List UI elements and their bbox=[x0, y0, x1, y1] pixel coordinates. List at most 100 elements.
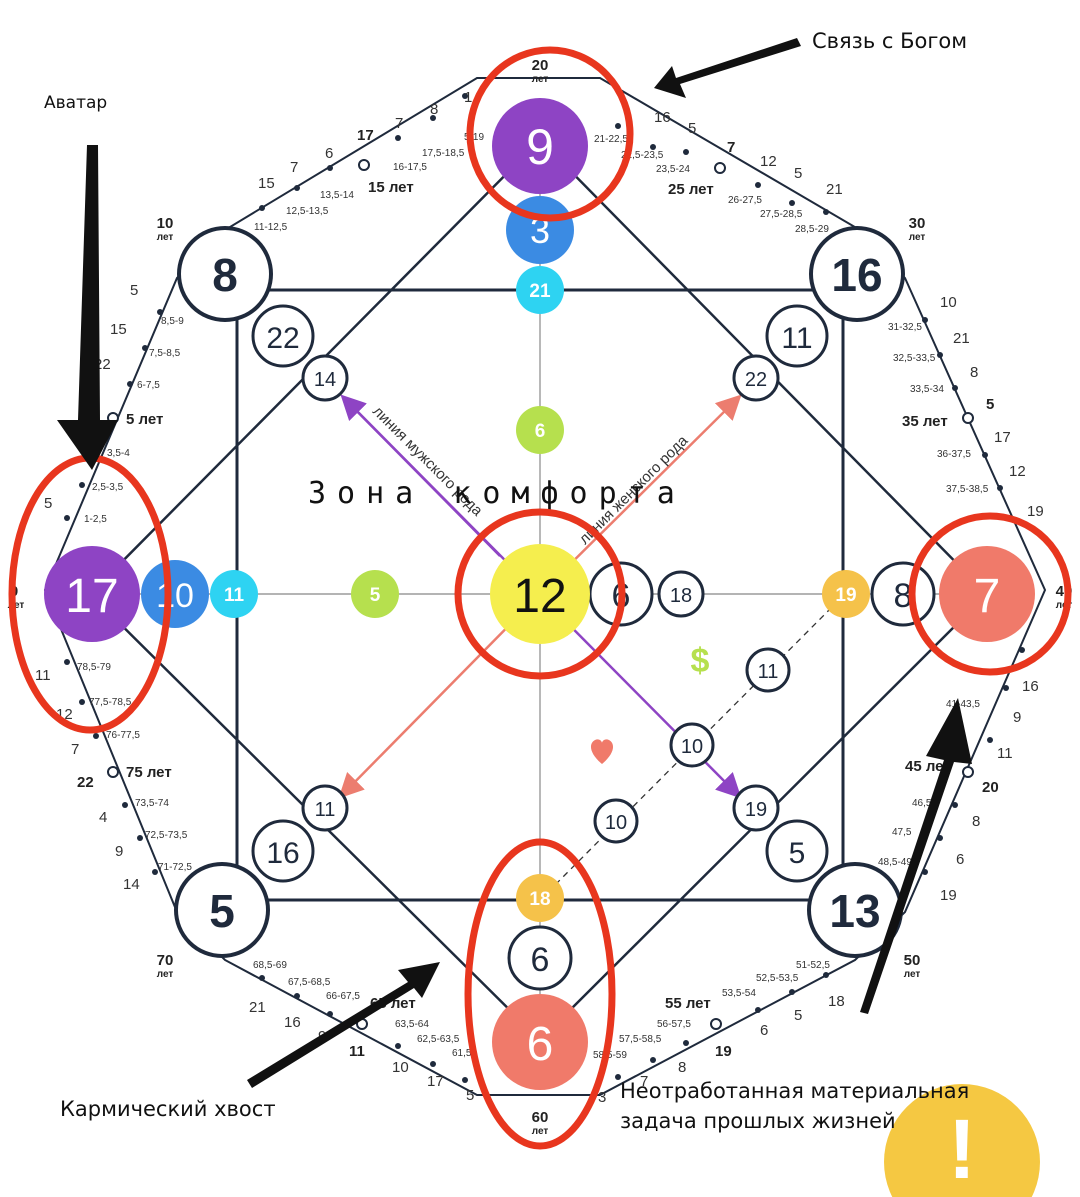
age-10-let: лет bbox=[157, 232, 174, 243]
node-left2-circle bbox=[141, 560, 209, 628]
node-tr3-circle bbox=[732, 354, 780, 402]
ring-bl-r1: 67,5-68,5 bbox=[288, 977, 331, 988]
age-60-let: лет bbox=[532, 1126, 549, 1137]
node-diag1-circle bbox=[745, 647, 791, 693]
age-45: 45 лет bbox=[905, 758, 951, 775]
ring-lb-4: 7 bbox=[71, 741, 79, 758]
age-50-let: лет bbox=[904, 969, 921, 980]
ring-tr-r2: 23,5-24 bbox=[656, 164, 690, 175]
ring-tr-4: 5 bbox=[794, 165, 802, 182]
ring-bl-5: 17 bbox=[427, 1073, 444, 1090]
ring-tr-3: 12 bbox=[760, 153, 777, 170]
ring-tl-2: 6 bbox=[325, 145, 333, 162]
ring-lt-3: 5 bbox=[44, 495, 52, 512]
ring-tl-5: 8 bbox=[430, 101, 438, 118]
node-top4-value: 6 bbox=[535, 421, 546, 442]
node-diag2-value: 10 bbox=[681, 736, 703, 758]
node-bottom-main-value: 6 bbox=[527, 1018, 554, 1071]
ring-tl-r4: 17,5-18,5 bbox=[422, 148, 465, 159]
node-bottom2-value: 6 bbox=[531, 941, 550, 979]
ring-rb-6: 19 bbox=[940, 887, 957, 904]
exclamation-icon: ! bbox=[948, 1102, 976, 1196]
ring-rt-1: 21 bbox=[953, 330, 970, 347]
ring-lb-3: 22 bbox=[77, 774, 94, 791]
ring-br-r5: 58,5-59 bbox=[593, 1050, 627, 1061]
ring-lb-6: 11 bbox=[35, 667, 51, 684]
ring-lb-2: 4 bbox=[99, 809, 107, 826]
arrow-task bbox=[860, 698, 972, 1014]
node-top3-value: 21 bbox=[529, 281, 551, 302]
node-br3-value: 19 bbox=[745, 799, 767, 821]
ring-bl-6: 5 bbox=[466, 1087, 474, 1104]
ring-lt-r2: 6-7,5 bbox=[137, 380, 160, 391]
node-tl-circle bbox=[177, 226, 273, 322]
ring-rt-2: 8 bbox=[970, 364, 978, 381]
ring-br-4: 8 bbox=[678, 1059, 686, 1076]
comfort-zone-label: Зона комфорта bbox=[308, 476, 686, 511]
node-diag3-value: 10 bbox=[605, 812, 627, 834]
age-30: 30 bbox=[909, 215, 926, 232]
node-bl3-circle bbox=[301, 784, 349, 832]
ring-bl-0: 21 bbox=[249, 999, 266, 1016]
ring-lb-r1: 72,5-73,5 bbox=[145, 830, 188, 841]
age-5: 5 лет bbox=[126, 411, 163, 428]
ring-rb-5: 6 bbox=[956, 851, 964, 868]
annotation-task-line1: Неотработанная материальная bbox=[620, 1079, 969, 1103]
ring-rt-r2: 33,5-34 bbox=[910, 384, 944, 395]
ring-lt-r1: 7,5-8,5 bbox=[149, 348, 181, 359]
age-75: 75 лет bbox=[126, 764, 172, 781]
node-right-main-value: 7 bbox=[974, 570, 1001, 623]
ring-rb-1: 9 bbox=[1013, 709, 1021, 726]
highlight-ellipses bbox=[8, 46, 1072, 1150]
ring-br-1: 5 bbox=[794, 1007, 802, 1024]
node-tr2-circle bbox=[765, 304, 829, 368]
ring-lt-0: 5 bbox=[130, 282, 138, 299]
node-bl-value: 5 bbox=[209, 885, 235, 937]
node-tl3-circle bbox=[301, 354, 349, 402]
ring-tr-1: 5 bbox=[688, 120, 696, 137]
node-center-circle bbox=[490, 544, 590, 644]
ring-tl-r0: 11-12,5 bbox=[254, 222, 288, 233]
ring-tr-r1: 22,5-23,5 bbox=[621, 150, 664, 161]
node-bl3-value: 11 bbox=[315, 799, 336, 821]
age-70: 70 bbox=[157, 952, 174, 969]
ring-lb-r3: 76-77,5 bbox=[106, 730, 140, 741]
ring-bl-r3: 63,5-64 bbox=[395, 1019, 429, 1030]
ring-rb-2: 11 bbox=[997, 745, 1013, 762]
ring-rt-r3: 36-37,5 bbox=[937, 449, 971, 460]
age-20: 20 bbox=[532, 57, 549, 74]
ring-tl-6: 1 bbox=[464, 89, 472, 106]
ring-lb-1: 9 bbox=[115, 843, 123, 860]
node-center-r2-value: 18 bbox=[670, 585, 692, 607]
ring-tl-r3: 16-17,5 bbox=[393, 162, 427, 173]
node-top4-circle bbox=[516, 406, 564, 454]
age-60: 60 bbox=[532, 1109, 549, 1126]
node-br3-circle bbox=[732, 784, 780, 832]
node-diag2-circle bbox=[669, 722, 715, 768]
ring-br-0: 18 bbox=[828, 993, 845, 1010]
node-bl-circle bbox=[174, 862, 270, 958]
ring-rb-r3: 48,5-49 bbox=[878, 857, 912, 868]
ring-br-r1: 52,5-53,5 bbox=[756, 973, 799, 984]
node-center-r2-circle bbox=[657, 570, 705, 618]
ring-rt-r4: 37,5-38,5 bbox=[946, 484, 989, 495]
ring-tl-1: 7 bbox=[290, 159, 298, 176]
node-left4-value: 5 bbox=[370, 585, 381, 606]
exclamation-badge bbox=[884, 1084, 1040, 1197]
node-left4-circle bbox=[351, 570, 399, 618]
annotation-god: Связь с Богом bbox=[812, 29, 967, 53]
ring-br-r0: 51-52,5 bbox=[796, 960, 830, 971]
node-right2-circle bbox=[870, 561, 936, 627]
ring-tr-r0: 21-22,5 bbox=[594, 134, 628, 145]
age-20-let: лет bbox=[532, 74, 549, 85]
heart-icon bbox=[590, 739, 614, 764]
ring-rt-0: 10 bbox=[940, 294, 957, 311]
ring-lb-0: 14 bbox=[123, 876, 140, 893]
ring-rb-3: 20 bbox=[982, 779, 999, 796]
ring-rt-3: 5 bbox=[986, 396, 994, 413]
node-bottom2-circle bbox=[507, 925, 573, 991]
ring-rt-r0: 31-32,5 bbox=[888, 322, 922, 333]
ring-lb-r2: 73,5-74 bbox=[135, 798, 169, 809]
ring-tr-2: 7 bbox=[727, 139, 735, 156]
ring-rb-r2: 47,5 bbox=[892, 827, 912, 838]
